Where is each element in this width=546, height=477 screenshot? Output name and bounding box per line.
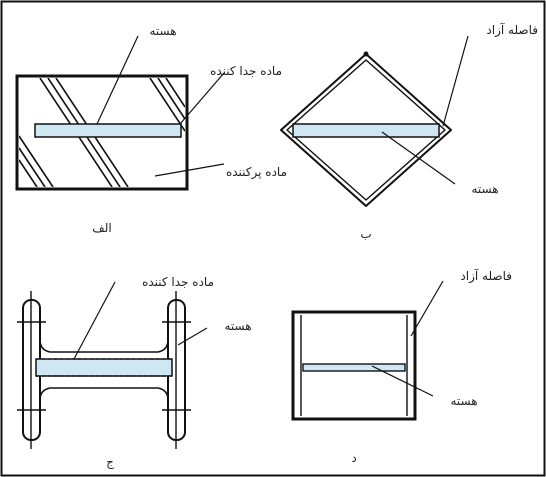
figure-b-casing-inner — [286, 59, 446, 201]
leader-c-core — [177, 327, 208, 346]
caption-d: د — [351, 451, 356, 465]
leader-b-core — [381, 131, 456, 185]
figure-d: فاصله آزاد هسته د — [291, 268, 512, 465]
figure-b-core — [292, 123, 440, 138]
figure-c: ماده جدا کننده هسته ج — [17, 275, 252, 469]
figure-a-core — [34, 123, 182, 138]
leader-a-core — [96, 35, 139, 125]
leader-c-separator — [73, 281, 116, 360]
leader-d-core — [371, 365, 434, 397]
label-d-core: هسته — [450, 394, 477, 408]
label-a-separator: ماده جدا کننده — [210, 64, 282, 78]
figure-c-core — [35, 358, 173, 377]
leader-a-filler — [154, 163, 225, 177]
label-a-core: هسته — [149, 24, 176, 38]
figure-c-web-casing-top — [39, 339, 169, 353]
figure-c-web-casing-bottom — [39, 387, 169, 401]
label-b-gap: فاصله آزاد — [486, 22, 538, 38]
label-b-core: هسته — [471, 182, 498, 196]
label-a-filler: ماده پرکننده — [226, 165, 287, 180]
figure-a: هسته ماده جدا کننده ماده پرکننده الف — [15, 24, 287, 235]
label-c-core: هسته — [224, 319, 251, 333]
figure-d-core — [302, 363, 406, 372]
leader-b-gap — [442, 35, 469, 127]
figure-b-casing-outer — [280, 53, 452, 207]
label-d-gap: فاصله آزاد — [460, 268, 512, 284]
leader-d-gap — [410, 280, 444, 337]
leader-a-separator — [179, 72, 225, 125]
caption-a: الف — [92, 221, 111, 235]
figure-b-top-node — [363, 51, 369, 57]
caption-b: ب — [360, 227, 371, 241]
label-c-separator: ماده جدا کننده — [142, 275, 214, 289]
figure-b: فاصله آزاد هسته ب — [280, 22, 538, 241]
caption-c: ج — [106, 455, 114, 469]
